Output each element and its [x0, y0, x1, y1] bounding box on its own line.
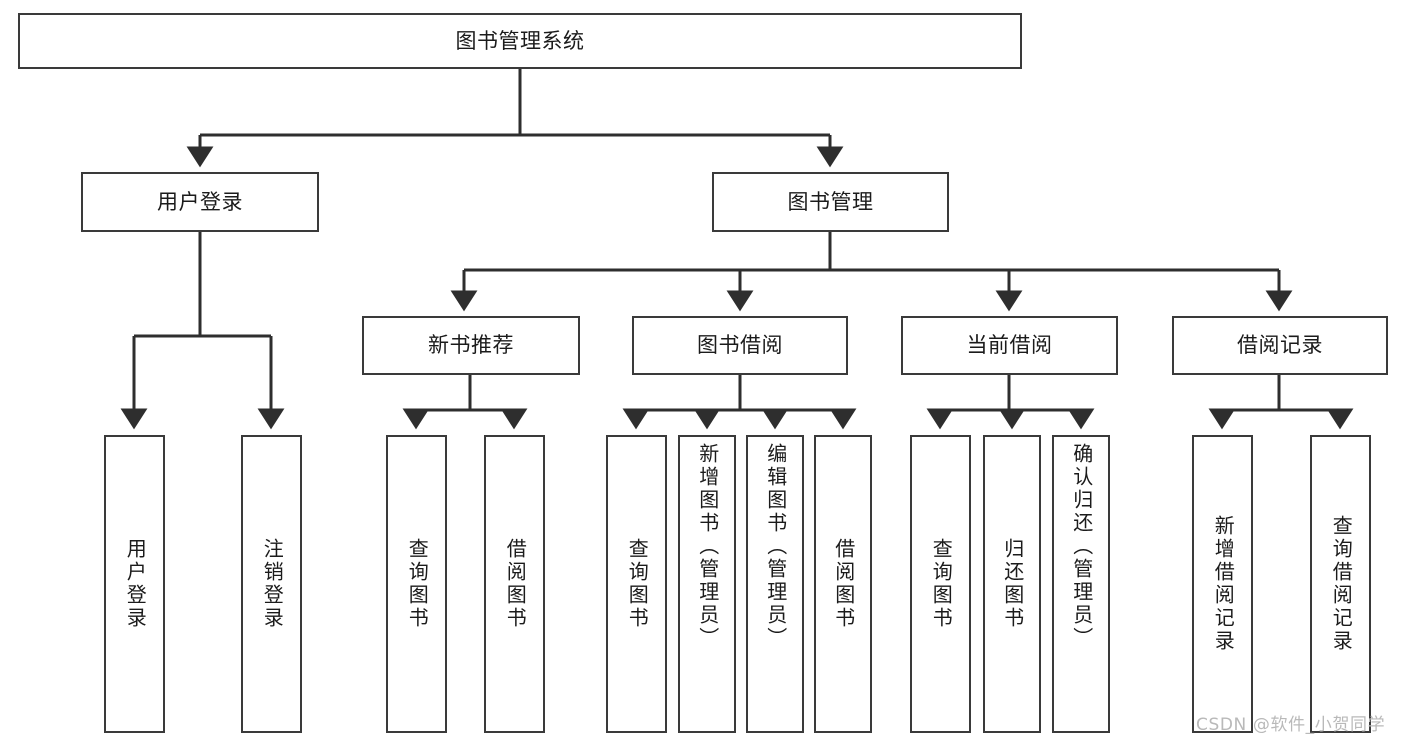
node-book-management-label: 图书管理	[787, 189, 874, 214]
node-leaf-borrow-book-1-label: 借阅图书	[503, 538, 528, 630]
node-book-management[interactable]: 图书管理	[712, 172, 949, 232]
node-leaf-user-login-label: 用户登录	[123, 538, 148, 630]
node-borrow-record[interactable]: 借阅记录	[1172, 316, 1388, 375]
node-leaf-add-book[interactable]: 新增图书（管理员）	[678, 435, 736, 733]
node-leaf-logout[interactable]: 注销登录	[241, 435, 302, 733]
node-leaf-query-record[interactable]: 查询借阅记录	[1310, 435, 1371, 733]
node-leaf-edit-book-label: 编辑图书（管理员）	[763, 443, 788, 650]
node-borrow-record-label: 借阅记录	[1237, 333, 1323, 358]
node-leaf-add-book-label: 新增图书（管理员）	[695, 443, 720, 650]
node-current-borrow[interactable]: 当前借阅	[901, 316, 1118, 375]
node-leaf-query-book-3-label: 查询图书	[929, 538, 954, 630]
node-leaf-edit-book[interactable]: 编辑图书（管理员）	[746, 435, 804, 733]
node-leaf-borrow-book-2[interactable]: 借阅图书	[814, 435, 872, 733]
node-leaf-borrow-book-2-label: 借阅图书	[831, 538, 856, 630]
node-leaf-return-book[interactable]: 归还图书	[983, 435, 1041, 733]
node-user-login-label: 用户登录	[157, 189, 243, 214]
node-book-borrow-label: 图书借阅	[697, 333, 783, 358]
node-leaf-add-record-label: 新增借阅记录	[1211, 515, 1236, 653]
node-leaf-confirm-return-label: 确认归还（管理员）	[1069, 443, 1094, 650]
node-user-login[interactable]: 用户登录	[81, 172, 319, 232]
node-current-borrow-label: 当前借阅	[966, 333, 1053, 358]
node-new-book-recommend[interactable]: 新书推荐	[362, 316, 580, 375]
node-leaf-borrow-book-1[interactable]: 借阅图书	[484, 435, 545, 733]
node-leaf-query-book-2-label: 查询图书	[625, 538, 650, 630]
node-leaf-query-book-3[interactable]: 查询图书	[910, 435, 971, 733]
node-leaf-query-book-1[interactable]: 查询图书	[386, 435, 447, 733]
node-leaf-add-record[interactable]: 新增借阅记录	[1192, 435, 1253, 733]
node-leaf-confirm-return[interactable]: 确认归还（管理员）	[1052, 435, 1110, 733]
node-new-book-recommend-label: 新书推荐	[428, 333, 514, 358]
node-leaf-query-record-label: 查询借阅记录	[1329, 515, 1354, 653]
node-root[interactable]: 图书管理系统	[18, 13, 1022, 69]
node-leaf-query-book-2[interactable]: 查询图书	[606, 435, 667, 733]
node-root-label: 图书管理系统	[455, 28, 585, 53]
node-leaf-user-login[interactable]: 用户登录	[104, 435, 165, 733]
node-leaf-query-book-1-label: 查询图书	[405, 538, 430, 630]
node-book-borrow[interactable]: 图书借阅	[632, 316, 848, 375]
node-leaf-logout-label: 注销登录	[260, 538, 285, 630]
node-leaf-return-book-label: 归还图书	[1000, 538, 1025, 630]
